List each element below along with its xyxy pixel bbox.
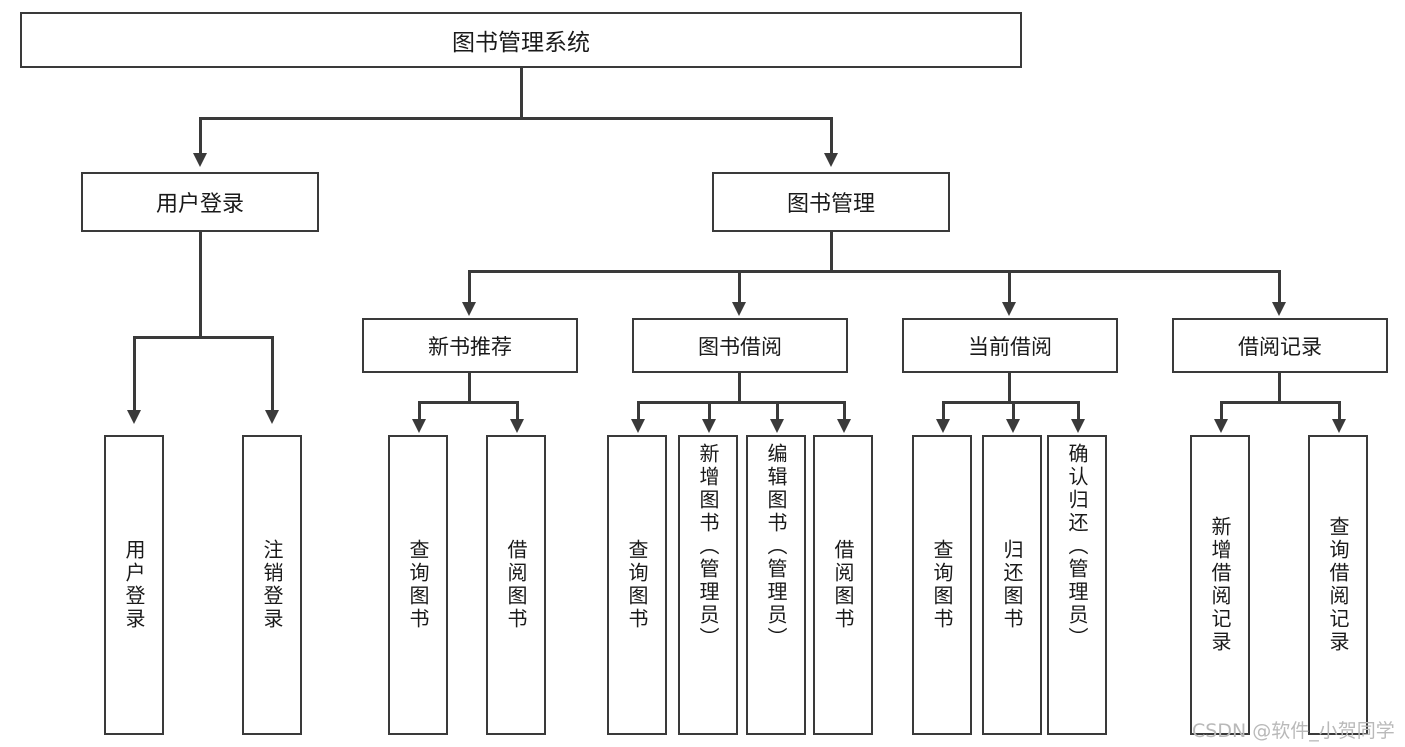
connector-to-book-borrow bbox=[738, 270, 741, 304]
leaf-label: 借阅图书 bbox=[831, 539, 855, 631]
connector-cb-leaf-1 bbox=[942, 401, 945, 421]
node-label: 新书推荐 bbox=[428, 334, 512, 359]
arrowhead-book-manage bbox=[824, 153, 838, 167]
leaf-logout[interactable]: 注销登录 bbox=[242, 435, 302, 735]
connector-new-book-leaf-1 bbox=[418, 401, 421, 421]
leaf-br-add-record[interactable]: 新增借阅记录 bbox=[1190, 435, 1250, 735]
arrowhead-user-login bbox=[193, 153, 207, 167]
leaf-nb-query-book[interactable]: 查询图书 bbox=[388, 435, 448, 735]
connector-root-bus bbox=[199, 117, 832, 120]
arrowhead-bb-leaf-3 bbox=[770, 419, 784, 433]
leaf-label: 归还图书 bbox=[1000, 539, 1024, 631]
leaf-label: 确认归还（管理员） bbox=[1065, 443, 1089, 650]
arrowhead-bb-leaf-2 bbox=[702, 419, 716, 433]
connector-br-leaf-2 bbox=[1338, 401, 1341, 421]
connector-root-stem bbox=[520, 68, 523, 118]
connector-borrow-record-stem bbox=[1278, 373, 1281, 403]
leaf-bb-query-book[interactable]: 查询图书 bbox=[607, 435, 667, 735]
connector-user-login-stem bbox=[199, 232, 202, 337]
arrowhead-bb-leaf-1 bbox=[631, 419, 645, 433]
leaf-label: 新增借阅记录 bbox=[1208, 516, 1232, 654]
leaf-bb-add-book-admin[interactable]: 新增图书（管理员） bbox=[678, 435, 738, 735]
connector-new-book-leaf-2 bbox=[516, 401, 519, 421]
connector-user-login-bus bbox=[133, 336, 273, 339]
arrowhead-nb-leaf-1 bbox=[412, 419, 426, 433]
arrowhead-br-leaf-1 bbox=[1214, 419, 1228, 433]
leaf-label: 用户登录 bbox=[122, 539, 146, 631]
arrowhead-br-leaf-2 bbox=[1332, 419, 1346, 433]
leaf-label: 新增图书（管理员） bbox=[696, 443, 720, 650]
node-label: 图书管理 bbox=[786, 192, 875, 217]
arrowhead-nb-leaf-2 bbox=[510, 419, 524, 433]
node-label: 当前借阅 bbox=[968, 334, 1052, 359]
connector-book-borrow-bus bbox=[637, 401, 845, 404]
leaf-bb-borrow-book[interactable]: 借阅图书 bbox=[813, 435, 873, 735]
connector-to-new-book bbox=[468, 270, 471, 304]
leaf-cb-confirm-return-admin[interactable]: 确认归还（管理员） bbox=[1047, 435, 1107, 735]
arrowhead-leaf-logout bbox=[265, 410, 279, 424]
leaf-user-login[interactable]: 用户登录 bbox=[104, 435, 164, 735]
connector-book-borrow-stem bbox=[738, 373, 741, 403]
node-label: 借阅记录 bbox=[1238, 334, 1322, 359]
leaf-cb-return-book[interactable]: 归还图书 bbox=[982, 435, 1042, 735]
connector-to-user-login bbox=[199, 117, 202, 155]
node-current-borrow[interactable]: 当前借阅 bbox=[902, 318, 1118, 373]
connector-bb-leaf-1 bbox=[637, 401, 640, 421]
connector-to-book-manage bbox=[830, 117, 833, 155]
arrowhead-cb-leaf-1 bbox=[936, 419, 950, 433]
connector-to-current-borrow bbox=[1008, 270, 1011, 304]
node-book-manage[interactable]: 图书管理 bbox=[712, 172, 950, 232]
arrowhead-borrow-record bbox=[1272, 302, 1286, 316]
leaf-label: 查询借阅记录 bbox=[1326, 516, 1350, 654]
leaf-nb-borrow-book[interactable]: 借阅图书 bbox=[486, 435, 546, 735]
leaf-label: 注销登录 bbox=[260, 539, 284, 631]
connector-user-login-leaf-2 bbox=[271, 336, 274, 412]
arrowhead-bb-leaf-4 bbox=[837, 419, 851, 433]
node-book-borrow[interactable]: 图书借阅 bbox=[632, 318, 848, 373]
arrowhead-current-borrow bbox=[1002, 302, 1016, 316]
leaf-label: 编辑图书（管理员） bbox=[764, 443, 788, 650]
connector-to-borrow-record bbox=[1278, 270, 1281, 304]
node-label: 图书借阅 bbox=[698, 334, 782, 359]
node-label: 图书管理系统 bbox=[452, 30, 590, 56]
node-new-book-recommend[interactable]: 新书推荐 bbox=[362, 318, 578, 373]
connector-book-manage-stem bbox=[830, 232, 833, 271]
leaf-br-query-record[interactable]: 查询借阅记录 bbox=[1308, 435, 1368, 735]
leaf-label: 查询图书 bbox=[406, 539, 430, 631]
arrowhead-cb-leaf-2 bbox=[1006, 419, 1020, 433]
arrowhead-leaf-user-login bbox=[127, 410, 141, 424]
node-borrow-record[interactable]: 借阅记录 bbox=[1172, 318, 1388, 373]
connector-br-leaf-1 bbox=[1220, 401, 1223, 421]
connector-new-book-stem bbox=[468, 373, 471, 403]
leaf-label: 查询图书 bbox=[625, 539, 649, 631]
leaf-bb-edit-book-admin[interactable]: 编辑图书（管理员） bbox=[746, 435, 806, 735]
leaf-label: 查询图书 bbox=[930, 539, 954, 631]
connector-book-manage-bus bbox=[468, 270, 1280, 273]
leaf-label: 借阅图书 bbox=[504, 539, 528, 631]
node-root-system[interactable]: 图书管理系统 bbox=[20, 12, 1022, 68]
connector-borrow-record-bus bbox=[1220, 401, 1340, 404]
node-label: 用户登录 bbox=[155, 192, 244, 217]
connector-current-borrow-bus bbox=[942, 401, 1079, 404]
connector-bb-leaf-2 bbox=[708, 401, 711, 421]
connector-new-book-bus bbox=[418, 401, 518, 404]
connector-current-borrow-stem bbox=[1008, 373, 1011, 403]
connector-bb-leaf-4 bbox=[843, 401, 846, 421]
connector-user-login-leaf-1 bbox=[133, 336, 136, 412]
arrowhead-book-borrow bbox=[732, 302, 746, 316]
node-user-login[interactable]: 用户登录 bbox=[81, 172, 319, 232]
arrowhead-new-book bbox=[462, 302, 476, 316]
connector-cb-leaf-2 bbox=[1012, 401, 1015, 421]
connector-cb-leaf-3 bbox=[1077, 401, 1080, 421]
connector-bb-leaf-3 bbox=[776, 401, 779, 421]
arrowhead-cb-leaf-3 bbox=[1071, 419, 1085, 433]
leaf-cb-query-book[interactable]: 查询图书 bbox=[912, 435, 972, 735]
